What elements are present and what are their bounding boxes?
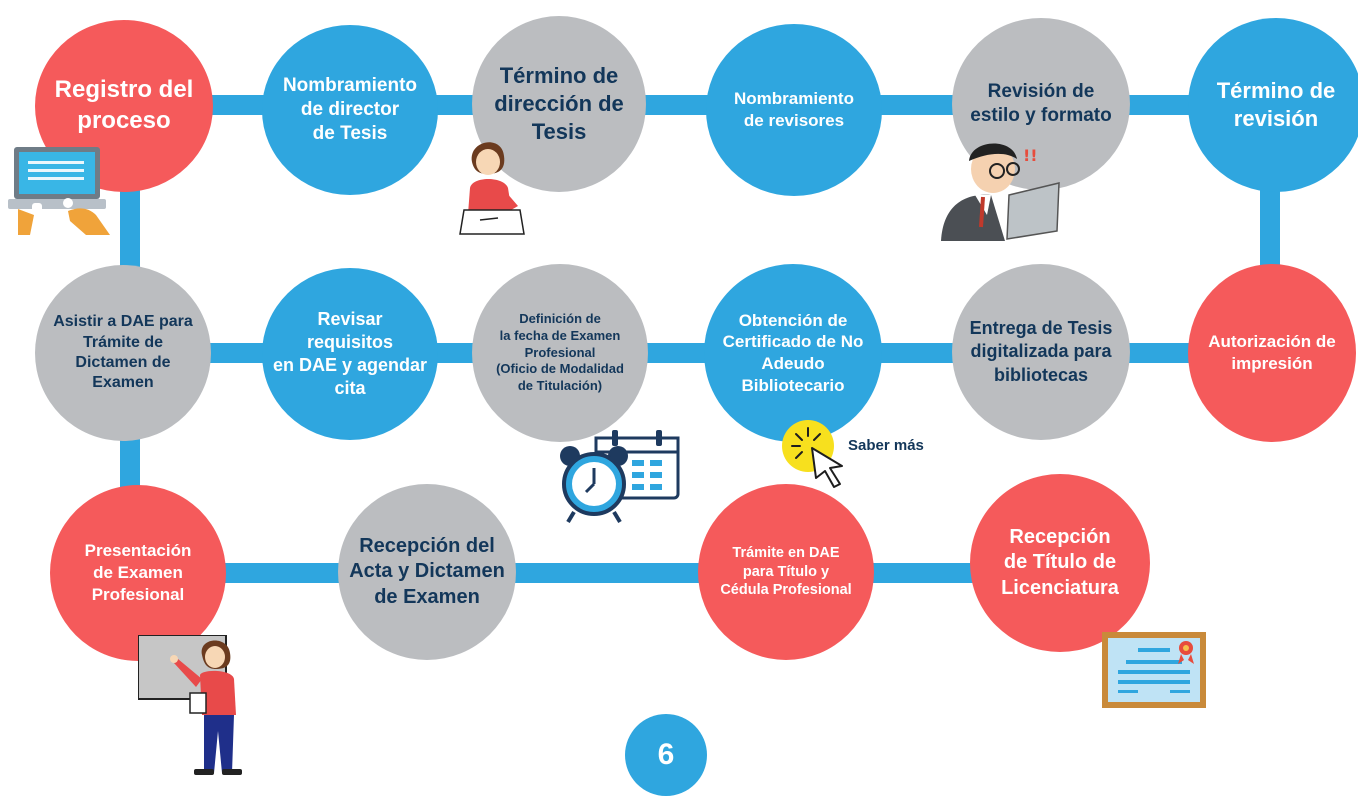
node-label: Revisión de estilo y formato (970, 80, 1112, 126)
saber-mas-link[interactable]: Saber más (848, 437, 924, 454)
node-label: Nombramiento de director de Tesis (282, 74, 418, 145)
node-termino-revision: Término de revisión (1188, 18, 1358, 192)
node-asistir-dae: Asistir a DAE para Trámite de Dictamen d… (35, 265, 211, 441)
node-definicion-fecha: Definición de la fecha de Examen Profesi… (472, 264, 648, 442)
node-label: Recepción de Título de Licenciatura (1001, 525, 1119, 599)
node-obtencion-certificado: Obtención de Certificado de No Adeudo Bi… (704, 264, 882, 442)
node-presentacion-examen: Presentación de Examen Profesional (50, 485, 226, 661)
node-tramite-titulo: Trámite en DAE para Título y Cédula Prof… (698, 484, 874, 660)
node-termino-direccion: Término de dirección de Tesis (472, 16, 646, 192)
node-label: Revisar requisitos en DAE y agendar cita (272, 308, 428, 399)
node-label: Nombramiento de revisores (734, 89, 854, 130)
node-label: Autorización de impresión (1208, 332, 1336, 373)
node-label: Asistir a DAE para Trámite de Dictamen d… (53, 313, 193, 392)
woman-presenting-icon (138, 635, 242, 775)
svg-text:!!: !! (1023, 146, 1038, 165)
click-cursor-icon[interactable] (778, 414, 858, 494)
node-label: Recepción del Acta y Dictamen de Examen (349, 534, 505, 608)
node-autorizacion-impresion: Autorización de impresión (1188, 264, 1356, 442)
node-registro-del-proceso: Registro del proceso (35, 20, 213, 192)
node-revisar-requisitos: Revisar requisitos en DAE y agendar cita (262, 268, 438, 440)
woman-writing-icon (459, 142, 525, 235)
node-recepcion-acta: Recepción del Acta y Dictamen de Examen (338, 484, 516, 660)
alarm-clock-calendar-icon (560, 430, 680, 524)
node-label: Entrega de Tesis digitalizada para bibli… (969, 318, 1113, 385)
node-nombramiento-director: Nombramiento de director de Tesis (262, 25, 438, 195)
node-label: Obtención de Certificado de No Adeudo Bi… (722, 310, 864, 395)
node-label: Presentación de Examen Profesional (84, 541, 192, 604)
node-recepcion-titulo: Recepción de Título de Licenciatura (970, 474, 1150, 652)
node-label: Trámite en DAE para Título y Cédula Prof… (720, 545, 852, 599)
diploma-certificate-icon (1102, 632, 1206, 708)
node-label: Registro del proceso (54, 76, 194, 134)
stressed-man-computer-icon: !! (941, 143, 1060, 241)
node-label: Término de dirección de Tesis (494, 62, 624, 145)
laptop-hands-icon (8, 147, 110, 235)
connector-row3 (120, 563, 1060, 583)
page-number-badge: 6 (625, 714, 707, 796)
node-entrega-tesis: Entrega de Tesis digitalizada para bibli… (952, 264, 1130, 440)
page-number: 6 (657, 738, 675, 771)
node-label: Definición de la fecha de Examen Profesi… (496, 311, 624, 393)
node-label: Término de revisión (1216, 77, 1336, 131)
node-nombramiento-revisores: Nombramiento de revisores (706, 24, 882, 196)
